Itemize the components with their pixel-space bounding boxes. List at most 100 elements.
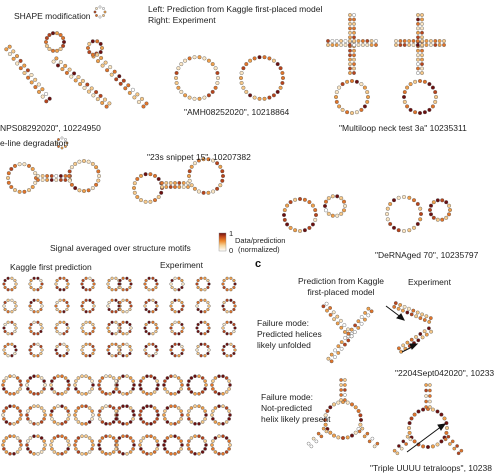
nucleotide <box>98 439 102 443</box>
nucleotide <box>33 171 38 176</box>
nucleotide <box>114 332 118 336</box>
nucleotide <box>110 276 114 280</box>
nucleotide <box>114 447 118 451</box>
nucleotide <box>149 421 153 426</box>
nucleotide <box>181 326 185 330</box>
nucleotide <box>61 43 66 48</box>
nucleotide <box>98 93 103 98</box>
nucleotide <box>88 354 92 358</box>
nucleotide <box>431 215 436 220</box>
nucleotide <box>302 228 307 233</box>
nucleotide <box>195 348 199 352</box>
nucleotide <box>374 39 378 43</box>
nucleotide <box>128 390 133 394</box>
nucleotide <box>29 300 33 305</box>
failure-mode-1-line-2: Predicted helices <box>257 329 322 339</box>
nucleotide <box>155 379 159 383</box>
nucleotide <box>136 99 141 104</box>
nucleotide <box>54 56 59 61</box>
nucleotide <box>12 188 17 193</box>
nucleotide <box>165 390 170 394</box>
nucleotide <box>339 398 343 402</box>
nucleotide <box>62 288 66 292</box>
nucleotide <box>65 300 69 305</box>
nucleotide <box>29 278 33 283</box>
nucleotide <box>80 421 84 426</box>
nucleotide <box>215 75 220 80</box>
nucleotide <box>419 211 424 216</box>
nucleotide <box>44 91 49 96</box>
nucleotide <box>115 413 119 417</box>
nucleotide <box>179 417 183 421</box>
nucleotide <box>143 348 147 352</box>
nucleotide <box>107 101 112 106</box>
nucleotide <box>424 43 429 47</box>
nucleotide <box>60 67 65 72</box>
nucleotide <box>173 354 177 358</box>
nucleotide <box>307 225 312 230</box>
nucleotide <box>427 82 432 87</box>
nucleotide <box>392 304 397 309</box>
legend-line-1: Left: Prediction from Kaggle first-place… <box>148 4 323 14</box>
nucleotide <box>15 376 20 380</box>
nucleotide <box>173 421 177 426</box>
nucleotide <box>29 351 33 356</box>
nucleotide <box>192 161 197 166</box>
nucleotide <box>144 278 148 283</box>
nucleotide <box>141 436 146 440</box>
panel-c-pred-heading-2: first-placed model <box>307 287 375 297</box>
nucleotide <box>121 78 126 83</box>
nucleotide <box>429 212 434 217</box>
nucleotide <box>227 387 231 391</box>
nucleotide <box>353 323 357 328</box>
nucleotide <box>40 326 44 330</box>
nucleotide <box>177 185 182 189</box>
nucleotide <box>110 332 114 336</box>
nucleotide <box>10 320 14 324</box>
nucleotide <box>40 94 45 99</box>
nucleotide <box>4 47 9 52</box>
nucleotide <box>56 451 60 456</box>
nucleotide <box>180 443 184 447</box>
nucleotide <box>225 276 229 280</box>
caption-dernaged: "DeRNAged 70", 10235797 <box>375 250 479 260</box>
nucleotide <box>102 7 105 10</box>
nucleotide <box>3 285 7 290</box>
nucleotide <box>18 58 23 63</box>
nucleotide <box>14 304 18 308</box>
nucleotide <box>215 80 220 85</box>
nucleotide <box>22 189 27 194</box>
nucleotide <box>60 421 64 426</box>
nucleotide <box>418 78 423 83</box>
nucleotide <box>232 344 236 349</box>
nucleotide <box>177 181 182 185</box>
nucleotide <box>222 351 226 356</box>
nucleotide <box>352 71 356 75</box>
nucleotide <box>3 322 7 327</box>
nucleotide <box>50 387 54 391</box>
nucleotide <box>203 409 207 413</box>
nucleotide <box>8 421 12 426</box>
nucleotide <box>352 62 356 66</box>
nucleotide <box>29 329 33 334</box>
nucleotide <box>193 451 197 456</box>
nucleotide <box>195 282 199 286</box>
nucleotide <box>330 213 335 218</box>
nucleotide <box>29 72 34 77</box>
nucleotide <box>19 383 23 387</box>
nucleotide <box>1 383 5 387</box>
nucleotide <box>99 46 104 51</box>
nucleotide <box>321 426 326 431</box>
nucleotide <box>87 450 92 454</box>
nucleotide <box>27 163 32 168</box>
nucleotide <box>197 96 202 101</box>
nucleotide <box>221 374 225 379</box>
nucleotide <box>91 93 96 98</box>
nucleotide <box>128 300 132 305</box>
nucleotide <box>179 62 184 67</box>
nucleotide <box>92 348 96 352</box>
nucleotide <box>323 418 328 423</box>
rna-structure-drawings <box>1 5 464 456</box>
nucleotide <box>401 439 406 444</box>
nucleotide <box>63 178 68 182</box>
